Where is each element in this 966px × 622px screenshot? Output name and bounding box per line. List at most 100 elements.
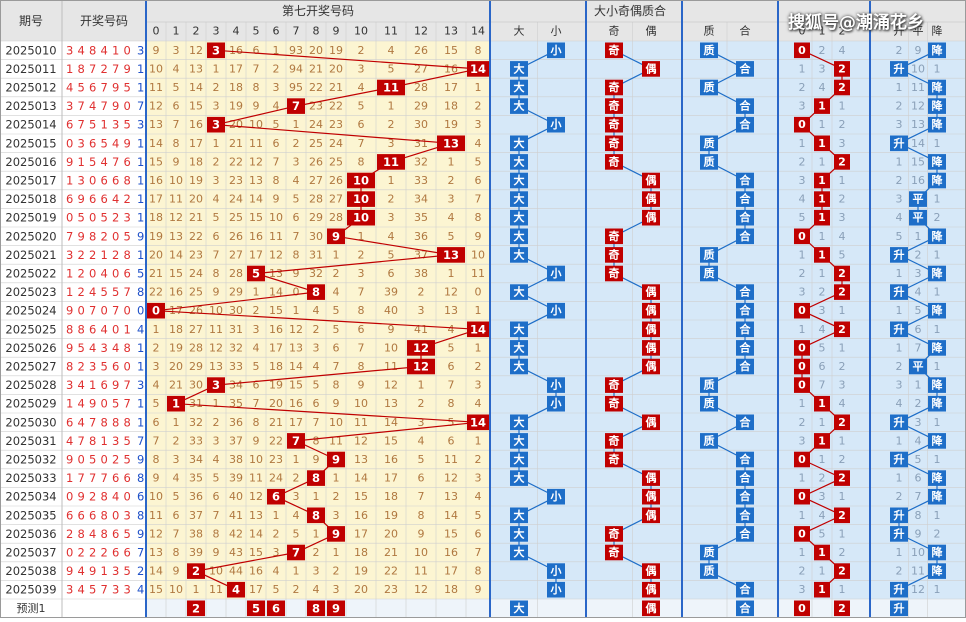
size-hit-label: 小 xyxy=(550,303,562,317)
winning-digit-red: 9 xyxy=(66,564,73,578)
period-cell: 2025024 xyxy=(5,304,56,318)
omit-count: 7 xyxy=(358,137,365,150)
winning-digit-red: 3 xyxy=(66,43,73,57)
omit-count: 2 xyxy=(313,323,320,336)
omit-count: 9 xyxy=(153,44,160,57)
size-hit-label: 大 xyxy=(514,545,525,559)
seventh-digit-value: 13 xyxy=(443,248,459,262)
omit-count: 12 xyxy=(444,472,458,485)
parity-hit-label: 奇 xyxy=(609,43,620,57)
seventh-digit-value: 10 xyxy=(353,211,369,225)
omit-count: 0 xyxy=(475,286,482,299)
seventh-digit-hit xyxy=(187,563,205,579)
omit-count: 2 xyxy=(273,62,280,75)
winning-digit-red: 5 xyxy=(124,434,131,448)
period-cell: 2025028 xyxy=(5,378,56,392)
winning-digit-red: 5 xyxy=(124,527,131,541)
winning-digit-blue: 4 xyxy=(137,322,144,336)
header-winning: 开奖号码 xyxy=(80,14,128,28)
mod-hit xyxy=(794,42,810,59)
seventh-digit-hit xyxy=(227,581,245,598)
omit-count: 23 xyxy=(329,118,343,131)
omit-count: 17 xyxy=(384,472,398,485)
winning-digit-red: 0 xyxy=(124,304,131,318)
header-digit-13: 13 xyxy=(444,25,458,38)
omit-count: 12 xyxy=(384,379,398,392)
winning-digit-red: 5 xyxy=(78,341,85,355)
omit-count: 3 xyxy=(253,323,260,336)
omit-count: 5 xyxy=(418,453,425,466)
header-size-small: 小 xyxy=(551,25,562,38)
trend-hit xyxy=(928,563,946,579)
size-hit-label: 大 xyxy=(514,61,525,75)
winning-digit-red: 0 xyxy=(124,99,131,113)
mod-omit: 5 xyxy=(799,211,806,224)
parity-hit-label: 偶 xyxy=(646,415,657,429)
watermark: 搜狐号@潮涌花乡 xyxy=(788,13,924,33)
mod-hit-label: 1 xyxy=(818,248,826,261)
parity-hit xyxy=(642,488,660,505)
omit-count: 4 xyxy=(448,211,455,224)
mod-hit-label: 0 xyxy=(798,44,806,57)
omit-count: 11 xyxy=(169,193,183,206)
winning-digit-red: 5 xyxy=(124,118,131,132)
predict1-digit-hit xyxy=(187,600,205,617)
winning-digit-red: 6 xyxy=(66,118,73,132)
trend-hit-label: 降 xyxy=(932,303,944,317)
omit-count: 16 xyxy=(289,397,303,410)
winning-digit-red: 8 xyxy=(124,174,131,188)
parity-hit-label: 偶 xyxy=(646,564,657,578)
winning-digit-red: 5 xyxy=(78,211,85,225)
trend-omit: 1 xyxy=(896,267,903,280)
trend-hit-label: 升 xyxy=(894,61,905,75)
omit-count: 10 xyxy=(354,397,368,410)
omit-count: 4 xyxy=(273,100,280,113)
omit-count: 9 xyxy=(253,434,260,447)
header-parity-even: 偶 xyxy=(646,25,657,38)
omit-count: 1 xyxy=(448,267,455,280)
omit-count: 1 xyxy=(293,118,300,131)
trend-omit: 1 xyxy=(896,434,903,447)
size-hit xyxy=(510,470,528,486)
trend-omit: 5 xyxy=(915,453,922,466)
left-col-bg xyxy=(0,41,146,618)
mod-hit xyxy=(834,284,850,300)
winning-digit-red: 5 xyxy=(101,136,108,150)
winning-digit-red: 0 xyxy=(124,43,131,57)
mod-omit: 1 xyxy=(839,527,846,540)
size-hit-label: 大 xyxy=(514,99,525,113)
omit-count: 7 xyxy=(173,118,180,131)
winning-digit-red: 6 xyxy=(89,192,96,206)
mod-hit-label: 1 xyxy=(818,137,826,150)
mod-hit-label: 2 xyxy=(838,416,846,429)
omit-count: 9 xyxy=(475,230,482,243)
omit-count: 9 xyxy=(173,565,180,578)
trend-omit: 6 xyxy=(915,472,922,485)
seventh-digit-value: 7 xyxy=(292,99,300,113)
trend-omit: 1 xyxy=(896,546,903,559)
omit-count: 7 xyxy=(418,490,425,503)
winning-digit-red: 0 xyxy=(112,229,119,243)
winning-digit-red: 9 xyxy=(124,62,131,76)
trend-hit-label: 降 xyxy=(932,340,944,354)
omit-count: 7 xyxy=(475,546,482,559)
size-hit xyxy=(510,154,528,170)
winning-digit-red: 6 xyxy=(66,508,73,522)
winning-digit-red: 4 xyxy=(78,415,85,429)
trend-hit xyxy=(890,321,908,338)
header-digit-10: 10 xyxy=(354,25,368,38)
parity-hit-label: 偶 xyxy=(646,210,657,224)
predict1-pc-label: 合 xyxy=(740,601,752,615)
winning-digit-red: 6 xyxy=(101,192,108,206)
omit-count: 24 xyxy=(329,137,343,150)
winning-digit-red: 7 xyxy=(101,99,108,113)
omit-count: 4 xyxy=(333,286,340,299)
winning-digit-red: 8 xyxy=(78,322,85,336)
period-cell: 2025035 xyxy=(5,508,56,522)
mod-omit: 2 xyxy=(799,81,806,94)
parity-hit-label: 奇 xyxy=(609,229,620,243)
winning-digit-red: 3 xyxy=(124,211,131,225)
winning-digit-red: 9 xyxy=(112,81,119,95)
pc-hit-label: 合 xyxy=(740,526,752,540)
pc-hit-label: 质 xyxy=(704,247,715,261)
